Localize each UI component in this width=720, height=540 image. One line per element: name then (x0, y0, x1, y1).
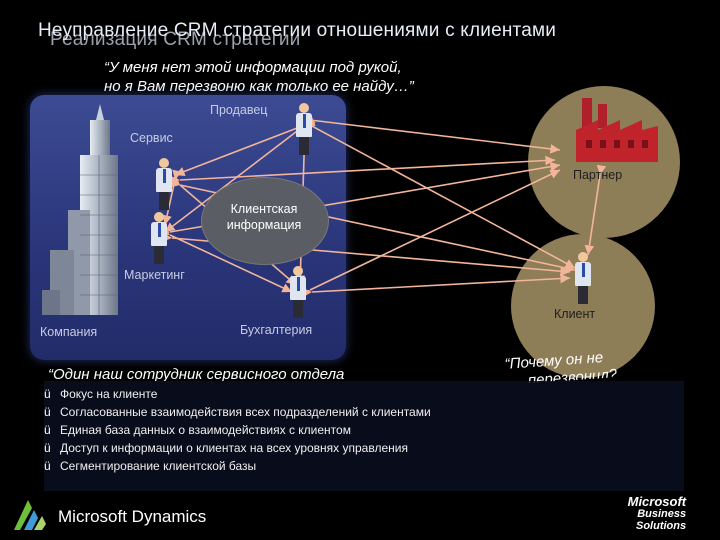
check-icon: ü (44, 459, 51, 473)
person-accounting-icon (289, 266, 307, 318)
footer-badge-line-2: Business (637, 508, 687, 520)
person-marketing-icon (150, 212, 168, 264)
quote-right: “Почему он не перезвонил? (504, 348, 617, 385)
check-icon: ü (44, 441, 51, 455)
client-info-hub (201, 177, 329, 265)
check-icon: ü (44, 423, 51, 437)
quote-top-line-2: но я Вам перезвоню как только ее найду…” (104, 78, 414, 95)
label-client: Клиент (554, 307, 596, 321)
client-info-label-line-1: Клиентская (230, 202, 298, 216)
label-marketing: Маркетинг (124, 268, 185, 282)
slide-title: Неуправление CRM стратегии отношениями с… (38, 20, 557, 41)
factory-icon (576, 98, 658, 162)
bullet-text: Сегментирование клиентской базы (60, 459, 257, 473)
bullet-text: Доступ к информации о клиентах на всех у… (60, 441, 408, 455)
label-partner: Партнер (573, 168, 623, 182)
label-service: Сервис (130, 131, 173, 145)
bullet-item: ü Единая база данных о взаимодействиях с … (44, 421, 684, 439)
check-icon: ü (44, 387, 51, 401)
footer-brand: Microsoft Dynamics (58, 507, 207, 526)
label-company: Компания (40, 325, 98, 339)
client-info-label: Клиентская информация (214, 201, 314, 233)
quote-bottom: “Один наш сотрудник сервисного отдела (48, 366, 345, 381)
bullet-text: Фокус на клиенте (60, 387, 158, 401)
bullet-item: ü Доступ к информации о клиентах на всех … (44, 439, 684, 457)
person-service-icon (155, 158, 173, 210)
bullet-text: Согласованные взаимодействия всех подраз… (60, 405, 431, 419)
bullet-item: ü Сегментирование клиентской базы (44, 457, 684, 475)
slide-title-back: Реализация CRM стратегии (50, 29, 301, 50)
person-client-icon (574, 252, 592, 304)
label-accounting: Бухгалтерия (240, 323, 313, 337)
footer-badge-line-1: Microsoft (627, 494, 687, 509)
footer-badge: Microsoft Business Solutions (618, 494, 687, 532)
footer-badge-line-3: Solutions (636, 520, 687, 532)
bullet-text: Единая база данных о взаимодействиях с к… (60, 423, 351, 437)
person-seller-icon (295, 103, 313, 155)
quote-top-line-1: “У меня нет этой информации под рукой, (104, 59, 402, 76)
bullet-item: ü Фокус на клиенте (44, 385, 684, 403)
quote-top: “У меня нет этой информации под рукой, н… (104, 58, 414, 96)
label-seller: Продавец (210, 103, 268, 117)
skyscraper-icon (42, 104, 118, 315)
bullet-item: ü Согласованные взаимодействия всех подра… (44, 403, 684, 421)
client-info-label-line-2: информация (226, 218, 302, 232)
check-icon: ü (44, 405, 51, 419)
dynamics-logo-icon (14, 500, 46, 530)
arrow-seller-partner (299, 114, 561, 154)
